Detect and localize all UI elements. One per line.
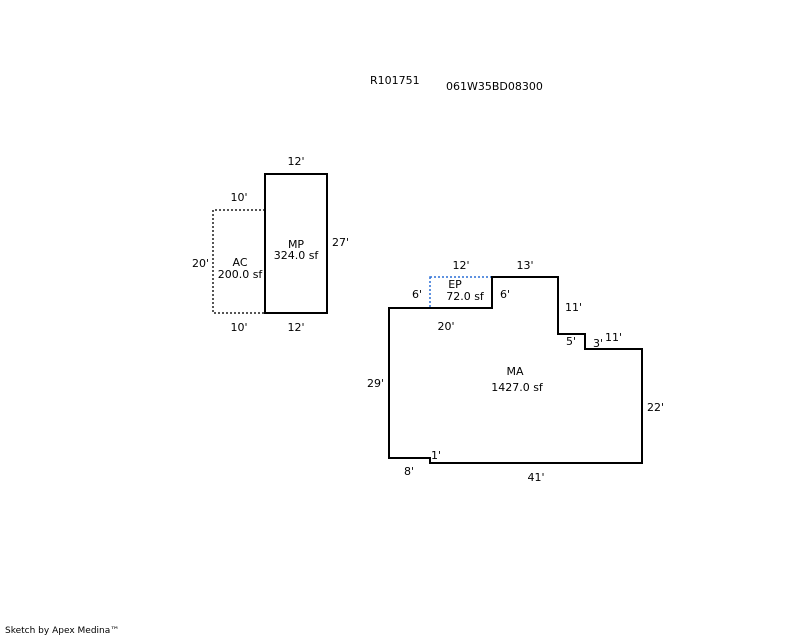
map-taxlot-number: 061W35BD08300	[446, 80, 543, 93]
mp-outline	[264, 173, 328, 314]
ac-outline	[212, 209, 265, 314]
ma-dim-3: 3'	[593, 337, 603, 350]
ep-area-label: 72.0 sf	[446, 290, 485, 303]
ac-area-label: 200.0 sf	[218, 268, 264, 281]
ep-dim-top: 12'	[452, 259, 469, 272]
ma-dim-5: 5'	[566, 335, 576, 348]
mp-dim-top: 12'	[287, 155, 304, 168]
ep-dim-left: 6'	[412, 288, 422, 301]
ma-dim-1: 1'	[431, 449, 441, 462]
mp-dim-right: 27'	[332, 236, 349, 249]
ma-code-label: MA	[506, 365, 523, 378]
mp-code-label: MP	[288, 238, 304, 251]
ma-dim-8: 8'	[404, 465, 414, 478]
mp-area-label: 324.0 sf	[274, 249, 320, 262]
account-number: R101751	[370, 74, 420, 87]
ma-dim-20: 20'	[437, 320, 454, 333]
ma-dim-11-lower: 11'	[605, 331, 622, 344]
ac-dim-bottom: 10'	[230, 321, 247, 334]
ma-dim-29: 29'	[367, 377, 384, 390]
ma-dim-22: 22'	[647, 401, 664, 414]
ma-dim-13: 13'	[516, 259, 533, 272]
footer-credit: Sketch by Apex Medina™	[5, 626, 120, 636]
ac-dim-top: 10'	[230, 191, 247, 204]
ac-dim-left: 20'	[192, 257, 209, 270]
ep-code-label: EP	[448, 278, 462, 291]
ma-dim-11-upper: 11'	[565, 301, 582, 314]
ac-code-label: AC	[232, 256, 247, 269]
ma-outline	[388, 276, 643, 464]
mp-dim-bottom: 12'	[287, 321, 304, 334]
ma-dim-41: 41'	[527, 471, 544, 484]
ma-area-label: 1427.0 sf	[491, 381, 544, 394]
ep-dim-right: 6'	[500, 288, 510, 301]
